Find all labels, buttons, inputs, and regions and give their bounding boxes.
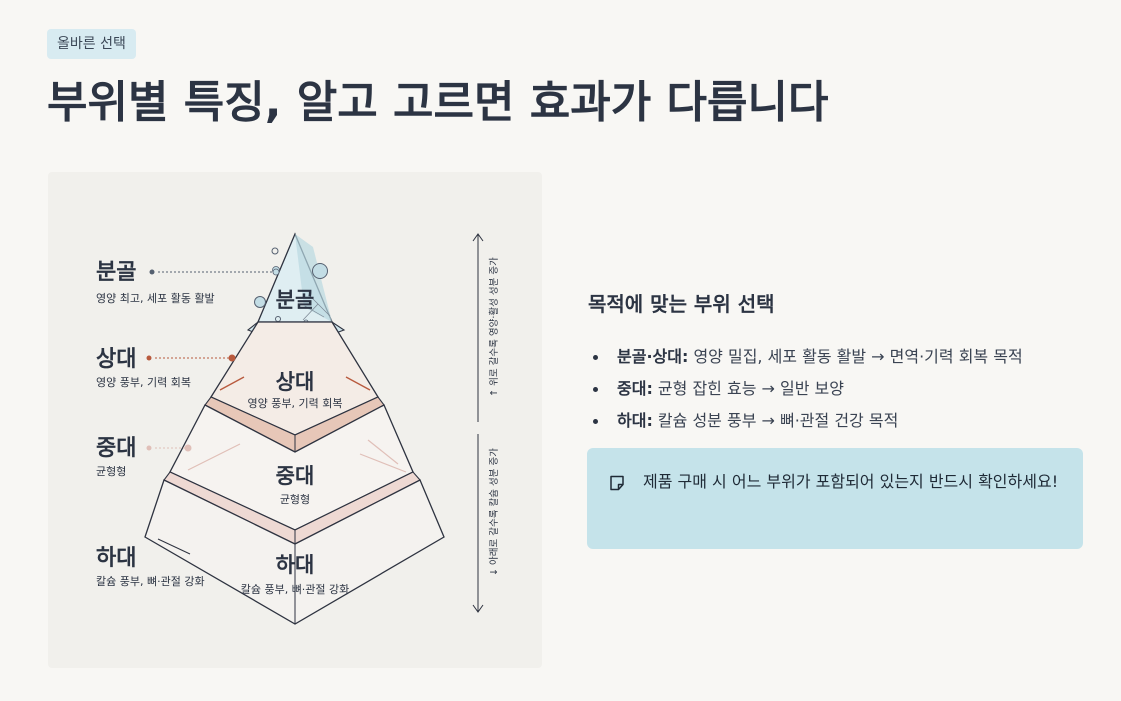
point-label: 분골·상대: <box>617 347 688 366</box>
notice-box: 제품 구매 시 어느 부위가 포함되어 있는지 반드시 확인하세요! <box>587 448 1083 549</box>
selection-guide: 목적에 맞는 부위 선택 분골·상대: 영양 밀집, 세포 활동 활발 → 면역… <box>588 288 1088 437</box>
arrow-up-text: ↑ 위로 갈수록 영양·활성 성분 증가 <box>488 257 500 397</box>
left-label-sangdae: 상대 <box>96 347 136 372</box>
pyramid-desc-sangdae: 영양 풍부, 기력 회복 <box>248 397 343 410</box>
point-text: 칼슘 성분 풍부 → 뼈·관절 건강 목적 <box>653 411 898 430</box>
category-tag: 올바른 선택 <box>47 29 136 59</box>
left-desc-bungol: 영양 최고, 세포 활동 활발 <box>96 291 215 305</box>
points-list: 분골·상대: 영양 밀집, 세포 활동 활발 → 면역·기력 회복 목적 중대:… <box>588 341 1088 437</box>
pyramid-desc-jungdae: 균형형 <box>280 493 310 506</box>
point-label: 하대: <box>617 411 653 430</box>
list-item: 분골·상대: 영양 밀집, 세포 활동 활발 → 면역·기력 회복 목적 <box>588 341 1088 373</box>
left-desc-hadae: 칼슘 풍부, 뼈·관절 강화 <box>96 575 205 588</box>
pyramid-label-jungdae: 중대 <box>276 464 315 488</box>
left-desc-sangdae: 영양 풍부, 기력 회복 <box>96 376 191 389</box>
antler-pyramid-diagram: 분골 영양 최고, 세포 활동 활발 상대 영양 풍부, 기력 회복 중대 균형… <box>48 172 542 668</box>
pyramid-label-bungol: 분골 <box>276 288 315 312</box>
left-label-bungol: 분골 <box>96 260 136 285</box>
pyramid-label-hadae: 하대 <box>276 553 315 577</box>
list-item: 하대: 칼슘 성분 풍부 → 뼈·관절 건강 목적 <box>588 405 1088 437</box>
trend-arrows <box>473 234 483 612</box>
page-title: 부위별 특징, 알고 고르면 효과가 다릅니다 <box>47 66 828 130</box>
left-label-jungdae: 중대 <box>96 436 136 461</box>
left-label-hadae: 하대 <box>96 546 136 571</box>
left-desc-jungdae: 균형형 <box>96 465 126 478</box>
notice-text: 제품 구매 시 어느 부위가 포함되어 있는지 반드시 확인하세요! <box>643 472 1058 491</box>
note-icon <box>608 474 626 492</box>
point-text: 영양 밀집, 세포 활동 활발 → 면역·기력 회복 목적 <box>688 347 1022 366</box>
pyramid-desc-hadae: 칼슘 풍부, 뼈·관절 강화 <box>241 583 350 596</box>
pyramid-svg: 분골 영양 최고, 세포 활동 활발 상대 영양 풍부, 기력 회복 중대 균형… <box>48 172 542 668</box>
pyramid-label-sangdae: 상대 <box>276 370 315 394</box>
point-text: 균형 잡힌 효능 → 일반 보양 <box>653 379 844 398</box>
point-label: 중대: <box>617 379 653 398</box>
list-item: 중대: 균형 잡힌 효능 → 일반 보양 <box>588 373 1088 405</box>
section-title: 목적에 맞는 부위 선택 <box>588 288 1088 317</box>
arrow-down-text: ↓ 아래로 갈수록 칼슘 성분 증가 <box>488 448 500 576</box>
